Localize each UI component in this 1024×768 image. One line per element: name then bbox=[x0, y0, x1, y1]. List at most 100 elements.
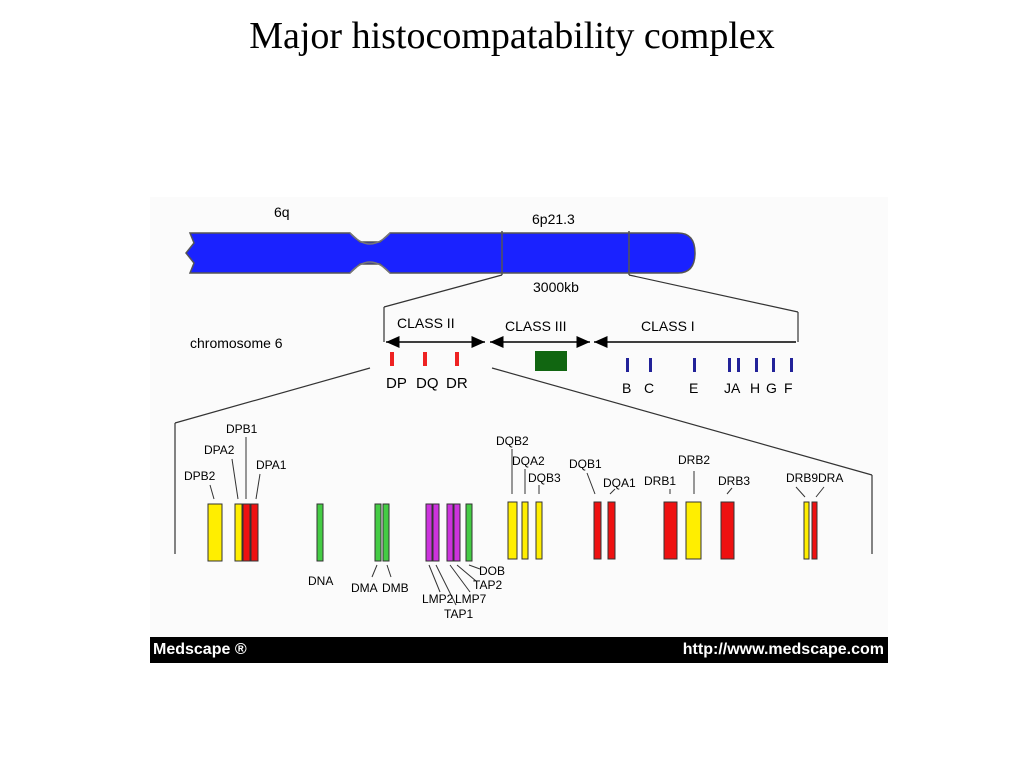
gene-label-drb1: DRB1 bbox=[644, 474, 676, 488]
locus-label-ja: JA bbox=[724, 380, 741, 396]
class-ii-label: CLASS II bbox=[397, 315, 455, 331]
medscape-footer: Medscape ® http://www.medscape.com bbox=[150, 637, 888, 663]
class-iii-label: CLASS III bbox=[505, 318, 566, 334]
class-i-marker bbox=[649, 358, 652, 372]
gene-label-drb9: DRB9 bbox=[786, 471, 818, 485]
gene-bar-dpb1 bbox=[242, 503, 251, 562]
detail-zoom-line-right bbox=[491, 367, 873, 476]
centromere-top bbox=[349, 232, 391, 245]
gene-bar-dqb3 bbox=[535, 501, 543, 560]
gene-bar-dpa2 bbox=[234, 503, 243, 562]
locus-label-c: C bbox=[644, 380, 654, 396]
gene-label-dpa2: DPA2 bbox=[204, 443, 235, 457]
class-i-marker bbox=[626, 358, 629, 372]
locus-label-dp: DP bbox=[386, 375, 407, 392]
leader-line bbox=[586, 472, 596, 495]
locus-label-dr: DR bbox=[446, 375, 468, 392]
centromere-bottom bbox=[349, 261, 391, 274]
footer-url: http://www.medscape.com bbox=[682, 641, 884, 658]
locus-label-b: B bbox=[622, 380, 631, 396]
mhc-diagram: 6q 6p21.3 3000kb chromosome 6 CLASS II C… bbox=[150, 197, 888, 637]
class-i-label: CLASS I bbox=[641, 318, 695, 334]
gene-label-drb3: DRB3 bbox=[718, 474, 750, 488]
gene-label-lmp7: LMP7 bbox=[455, 592, 487, 606]
gene-label-leaders bbox=[209, 437, 825, 606]
chromosome-6 bbox=[185, 231, 696, 275]
gene-label-lmp2: LMP2 bbox=[422, 592, 454, 606]
leader-line bbox=[209, 484, 215, 500]
class-i-marker bbox=[755, 358, 758, 372]
leader-line bbox=[371, 564, 378, 578]
chromosome-body bbox=[185, 232, 696, 274]
leader-line bbox=[428, 564, 441, 593]
gene-bar-dqa1 bbox=[607, 501, 616, 560]
gene-bar-dmb bbox=[382, 503, 390, 562]
gene-label-dqb3: DQB3 bbox=[528, 471, 561, 485]
leader-line bbox=[255, 473, 261, 500]
class-ii-marker bbox=[390, 352, 394, 366]
leader-line bbox=[231, 458, 239, 500]
gene-bar-dra bbox=[811, 501, 818, 560]
gene-label-dqb1: DQB1 bbox=[569, 457, 602, 471]
leader-line bbox=[726, 487, 733, 495]
gene-bar-dob bbox=[465, 503, 473, 562]
class-ii-marker bbox=[423, 352, 427, 366]
leader-line bbox=[386, 564, 392, 578]
leader-line bbox=[609, 488, 616, 495]
gene-label-dob: DOB bbox=[479, 564, 505, 578]
leader-line bbox=[456, 564, 477, 582]
gene-label-dra: DRA bbox=[818, 471, 843, 485]
gene-bar-dpa1 bbox=[250, 503, 259, 562]
class-i-marker bbox=[728, 358, 731, 372]
gene-bar-dqa2 bbox=[521, 501, 529, 560]
zoom-line-left bbox=[383, 274, 503, 308]
gene-bar-drb3 bbox=[720, 501, 735, 560]
gene-label-dna: DNA bbox=[308, 574, 333, 588]
gene-bar-dpb2 bbox=[207, 503, 223, 562]
class-iii-block bbox=[535, 351, 567, 371]
class-i-marker bbox=[737, 358, 740, 372]
gene-label-drb2: DRB2 bbox=[678, 453, 710, 467]
locus-label-f: F bbox=[784, 380, 793, 396]
leader-line bbox=[435, 564, 457, 606]
gene-bar-lmp7 bbox=[446, 503, 454, 562]
locus-label-g: G bbox=[766, 380, 777, 396]
class-ii-marker bbox=[455, 352, 459, 366]
gene-bar-dqb1 bbox=[593, 501, 602, 560]
leader-line bbox=[795, 486, 806, 498]
gene-bar-dna bbox=[316, 503, 324, 562]
gene-bar-drb2 bbox=[685, 501, 702, 560]
gene-bar-dqb2 bbox=[507, 501, 518, 560]
gene-label-dpb2: DPB2 bbox=[184, 469, 216, 483]
gene-labels: DPB2 DPA2 DPB1 DPA1 DNA DMA DMB LMP2 TAP… bbox=[184, 422, 843, 621]
detail-zoom-line-left bbox=[174, 367, 371, 424]
chromosome-band-label: 6p21.3 bbox=[532, 211, 575, 227]
chromosome-size-label: 3000kb bbox=[533, 279, 579, 295]
footer-brand: Medscape ® bbox=[153, 641, 247, 658]
gene-bars bbox=[207, 501, 818, 562]
class-i-marker bbox=[790, 358, 793, 372]
gene-label-dpb1: DPB1 bbox=[226, 422, 258, 436]
gene-label-dqa1: DQA1 bbox=[603, 476, 636, 490]
gene-label-dqa2: DQA2 bbox=[512, 454, 545, 468]
gene-bar-drb9 bbox=[803, 501, 810, 560]
gene-bar-tap2 bbox=[453, 503, 461, 562]
class-i-marker bbox=[693, 358, 696, 372]
gene-label-tap1: TAP1 bbox=[444, 607, 473, 621]
gene-bar-lmp2 bbox=[425, 503, 433, 562]
slide-title: Major histocompatability complex bbox=[249, 15, 775, 57]
locus-label-dq: DQ bbox=[416, 375, 439, 392]
gene-bar-tap1 bbox=[432, 503, 440, 562]
zoom-line-right bbox=[628, 274, 799, 313]
leader-line bbox=[468, 564, 481, 570]
gene-label-dma: DMA bbox=[351, 581, 378, 595]
leader-line bbox=[449, 564, 471, 593]
mhc-figure: 6q 6p21.3 3000kb chromosome 6 CLASS II C… bbox=[150, 197, 888, 667]
class-i-marker bbox=[772, 358, 775, 372]
gene-bar-dma bbox=[374, 503, 382, 562]
gene-label-dpa1: DPA1 bbox=[256, 458, 287, 472]
chromosome-name-label: chromosome 6 bbox=[190, 335, 283, 351]
locus-label-e: E bbox=[689, 380, 698, 396]
gene-label-tap2: TAP2 bbox=[473, 578, 502, 592]
